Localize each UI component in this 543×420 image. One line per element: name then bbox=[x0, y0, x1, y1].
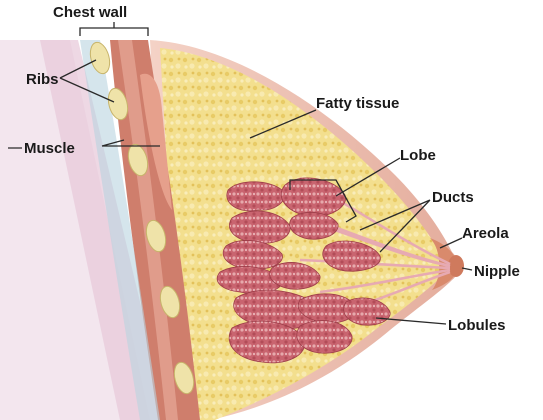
label-ribs: Ribs bbox=[26, 71, 59, 88]
label-nipple: Nipple bbox=[474, 263, 520, 280]
label-lobules: Lobules bbox=[448, 317, 506, 334]
label-fatty-tissue: Fatty tissue bbox=[316, 95, 399, 112]
label-lobe: Lobe bbox=[400, 147, 436, 164]
label-muscle: Muscle bbox=[24, 140, 75, 157]
label-chest-wall: Chest wall bbox=[53, 4, 127, 21]
label-areola: Areola bbox=[462, 225, 509, 242]
label-ducts: Ducts bbox=[432, 189, 474, 206]
chest-wall-bracket bbox=[80, 22, 148, 36]
